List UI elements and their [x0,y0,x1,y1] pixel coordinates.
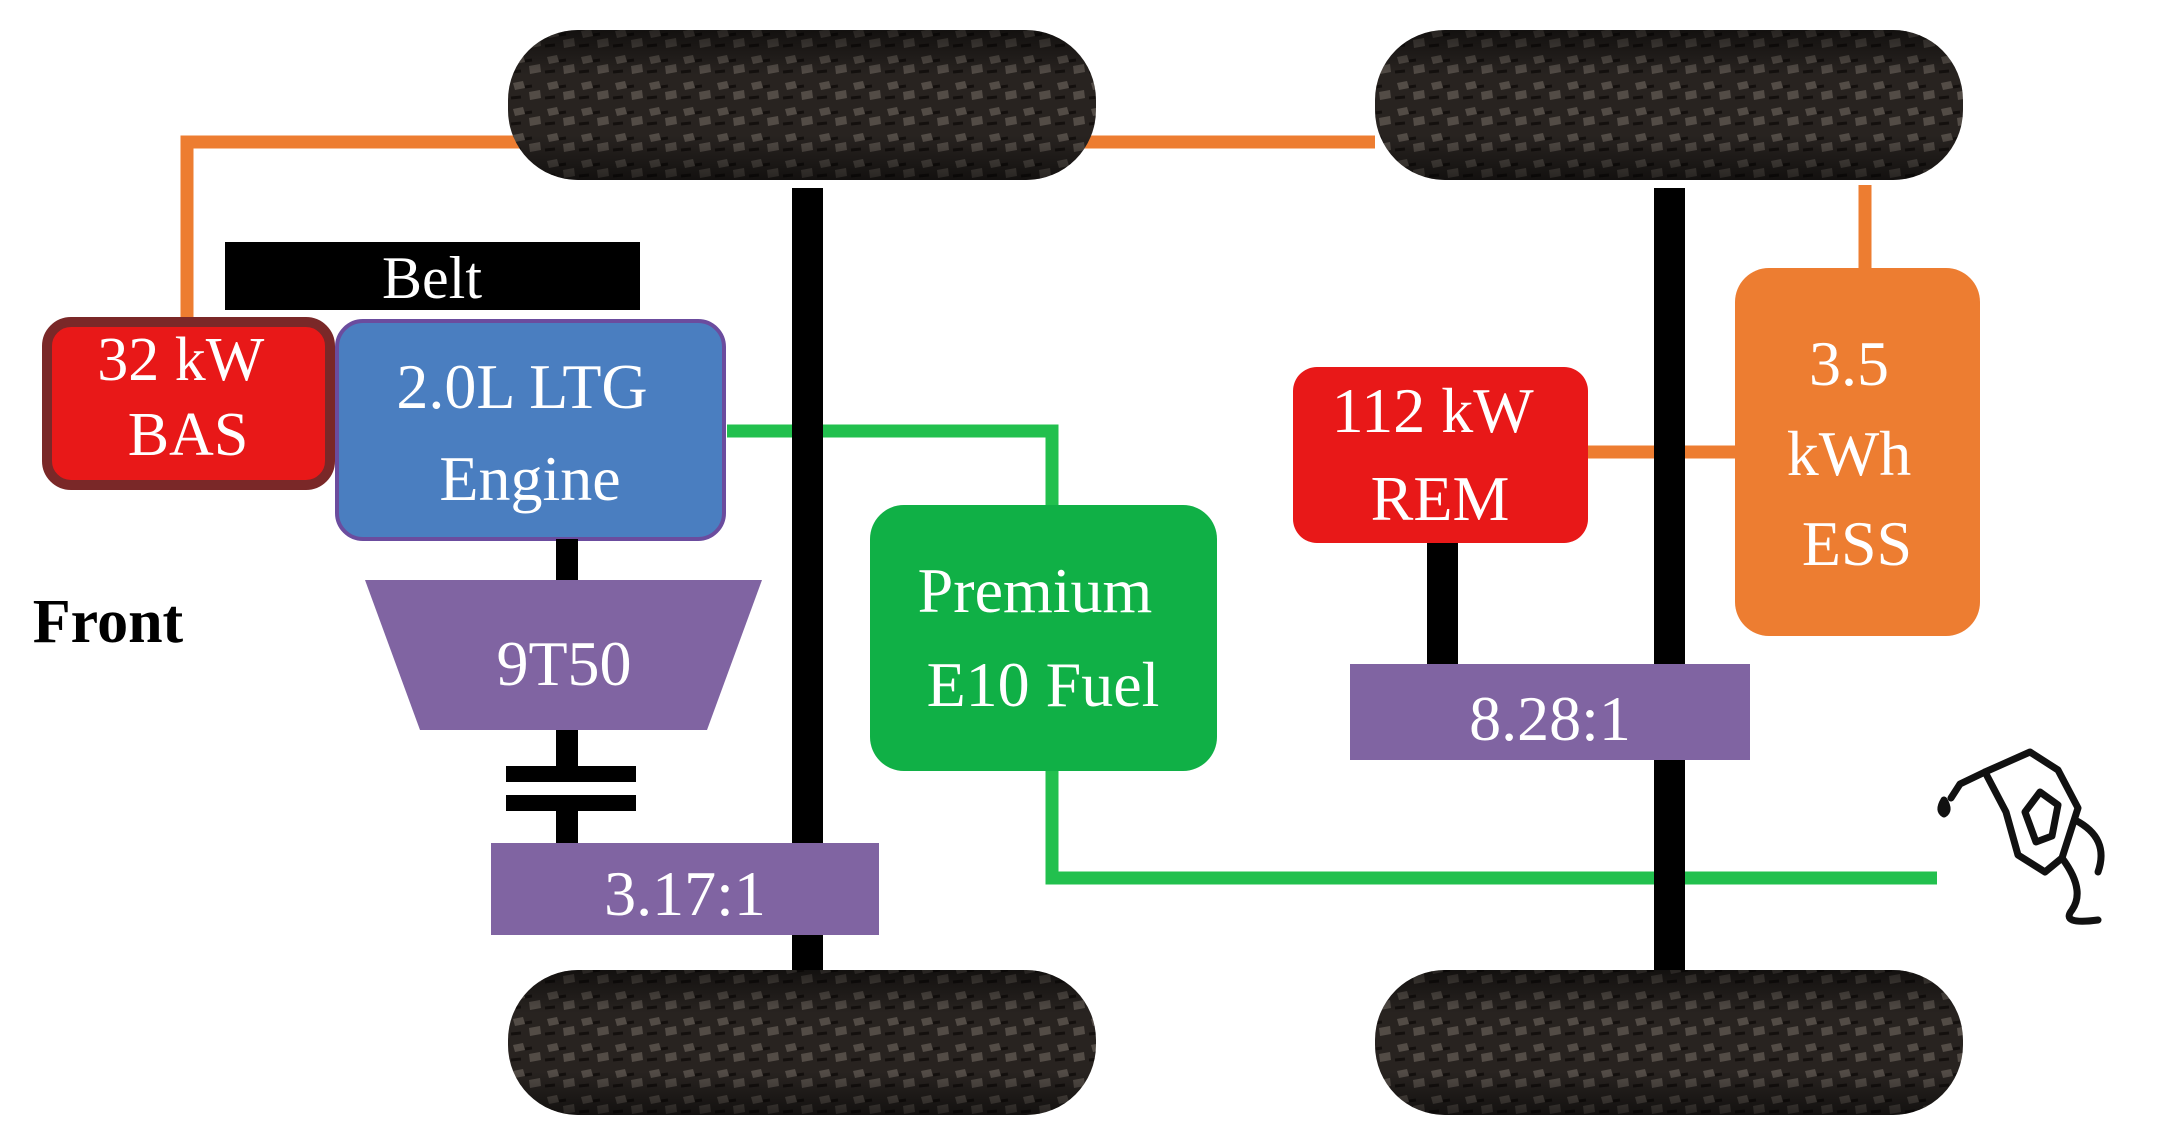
ess-label: 3.5 kWh ESS [1787,328,1927,579]
rear-axle [1654,188,1685,988]
front-label: Front [33,588,184,656]
transmission-label: 9T50 [496,628,631,699]
rear-final-drive-box [1350,664,1750,760]
ess-box [1735,268,1980,636]
tire-icon [508,30,1096,180]
rem-box [1293,367,1588,543]
bas-label: 32 kW BAS [97,326,278,469]
engine-label: 2.0L LTG Engine [396,351,663,514]
tire-icon [508,970,1096,1115]
transmission-box [365,580,762,730]
front-final-drive-label: 3.17:1 [604,858,766,929]
belt-bar [225,242,640,310]
tire-icon [1375,30,1963,180]
rem-output-shaft [1427,543,1458,665]
fuel-tank-box [870,505,1217,771]
engine-output-shaft [556,539,578,581]
fuel-pump-icon [1937,748,2105,925]
bas-box [42,317,335,490]
rem-label: 112 kW REM [1332,375,1549,534]
fuel-line-engine-to-tank [727,424,1059,505]
engine-box [335,319,726,541]
fuel-line-tank-to-filler [1045,770,1937,885]
belt-label: Belt [382,245,482,311]
front-final-drive-box [491,843,879,935]
fuel-lines [727,424,1937,885]
tire-icon [1375,970,1963,1115]
clutch-icon [506,730,636,848]
fuel-tank-label: Premium E10 Fuel [918,555,1169,720]
rear-final-drive-label: 8.28:1 [1469,683,1631,754]
